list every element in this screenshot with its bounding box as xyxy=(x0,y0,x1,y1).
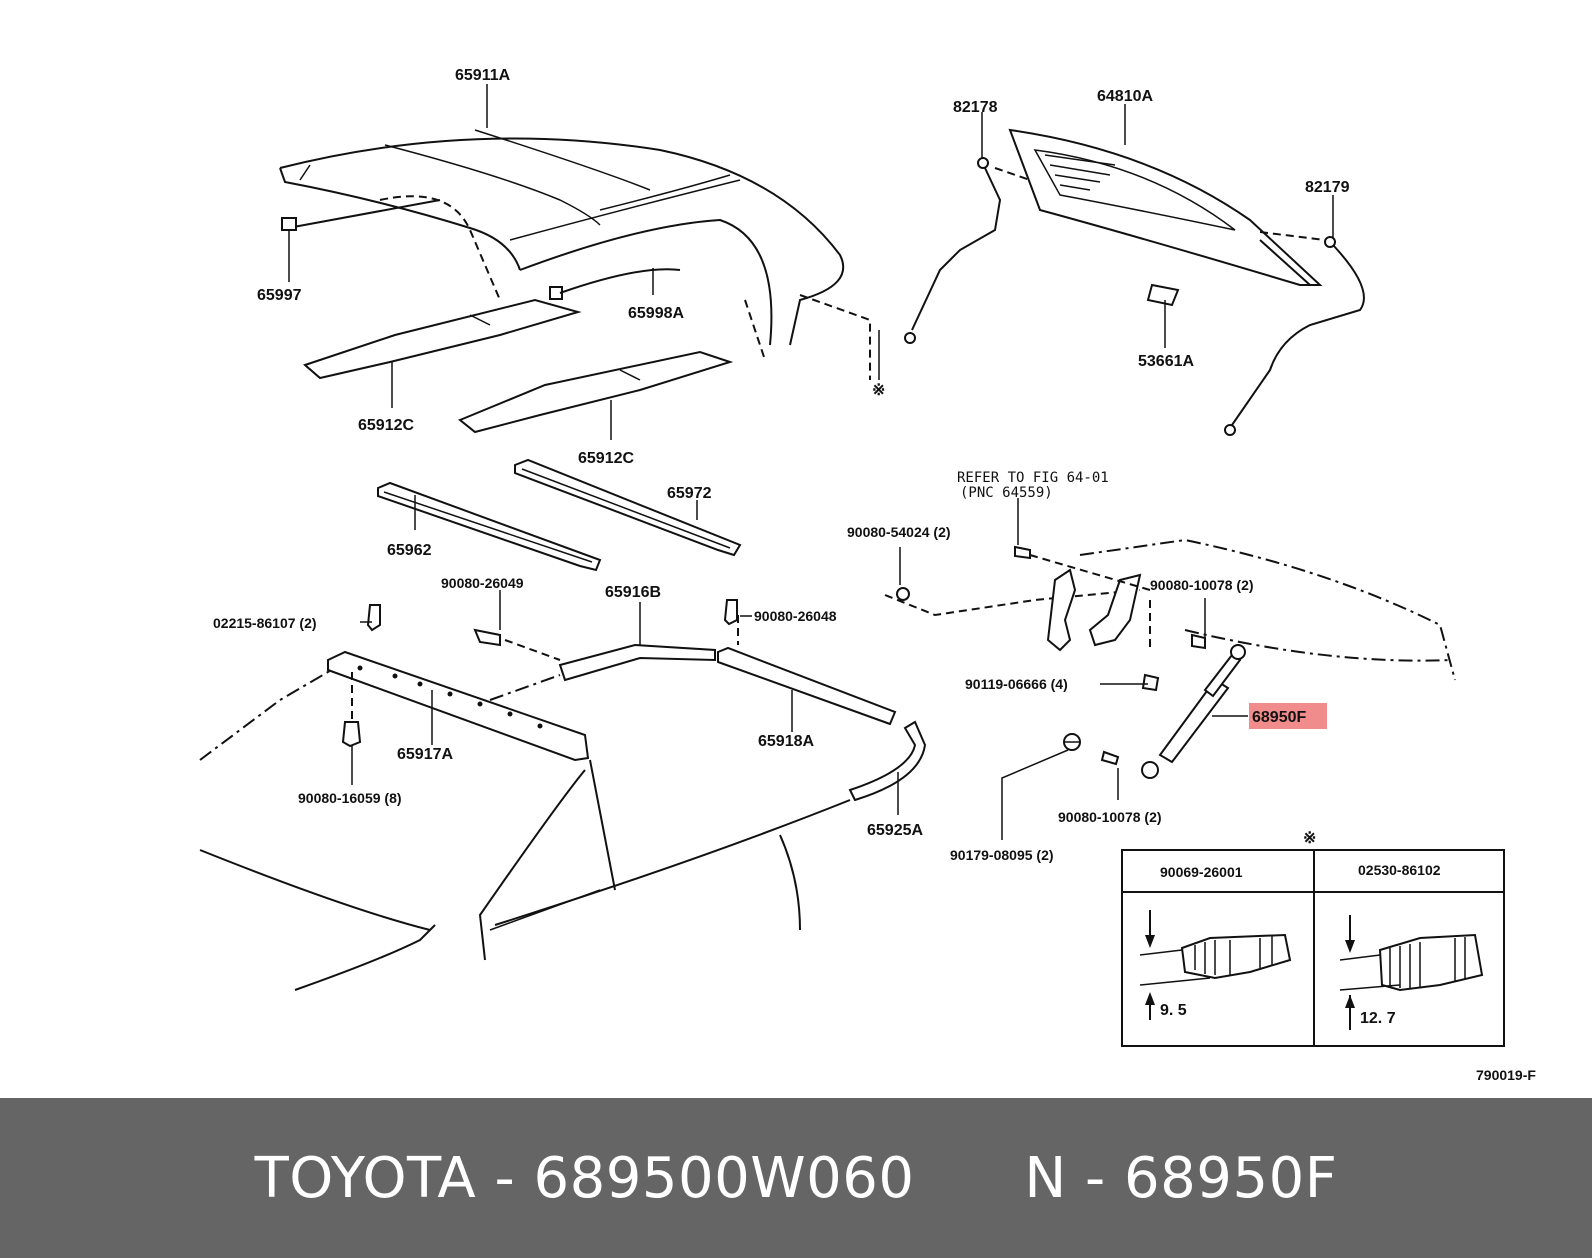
part-number-footer: TOYOTA - 689500W060 N - 68950F xyxy=(0,1098,1592,1258)
rail-65962 xyxy=(377,481,602,572)
roof-pad-1 xyxy=(303,298,582,380)
figure-code: 790019-F xyxy=(1476,1067,1536,1083)
label-65997: 65997 xyxy=(257,287,302,304)
label-65925A: 65925A xyxy=(867,822,923,839)
bolt-90080-10078 xyxy=(1100,750,1120,766)
label-65911A: 65911A xyxy=(455,67,511,84)
roof-pad-2 xyxy=(458,350,734,434)
inset-table: ※ 90069-26001 02530-86102 9. 5 12. xyxy=(1121,830,1505,1047)
grommet-90179-08095 xyxy=(1063,733,1081,751)
clip-icon-90069-26001 xyxy=(1139,910,1292,1020)
cable-82178 xyxy=(904,157,1002,344)
label-65917A: 65917A xyxy=(397,746,453,763)
inset-col1-header: 90069-26001 xyxy=(1160,864,1243,880)
windshield-frame xyxy=(199,664,851,991)
gas-stay-68950F xyxy=(1141,644,1246,779)
inset-col1-dim: 9. 5 xyxy=(1160,1002,1187,1019)
label-90119-06666: 90119-06666 (4) xyxy=(965,676,1068,692)
trunk-lid xyxy=(884,538,1456,692)
label-82179: 82179 xyxy=(1305,179,1350,196)
rear-window xyxy=(994,128,1326,286)
label-65972: 65972 xyxy=(667,485,712,502)
clip-53661A xyxy=(1146,283,1180,307)
label-90080-26048: 90080-26048 xyxy=(754,608,837,624)
inset-col2-dim: 12. 7 xyxy=(1360,1010,1396,1027)
label-65912C-2: 65912C xyxy=(578,450,634,467)
inset-asterisk: ※ xyxy=(1303,830,1316,847)
soft-top-cover xyxy=(279,129,871,380)
footer-part-text: TOYOTA - 689500W060 N - 68950F xyxy=(254,1145,1338,1211)
label-90080-16059: 90080-16059 (8) xyxy=(298,790,402,806)
cable-82179 xyxy=(1224,236,1365,436)
trim-65925A xyxy=(848,720,927,802)
label-82178: 82178 xyxy=(953,99,998,116)
label-90080-26049: 90080-26049 xyxy=(441,575,524,591)
label-53661A: 53661A xyxy=(1138,353,1194,370)
highlight-68950F xyxy=(1249,703,1327,729)
label-65918A: 65918A xyxy=(758,733,814,750)
label-refer-line1: REFER TO FIG 64-01 xyxy=(957,470,1109,486)
rail-65972 xyxy=(514,458,742,557)
header-65918A xyxy=(717,646,897,726)
leader-lines xyxy=(288,84,1334,840)
label-90080-10078-b: 90080-10078 (2) xyxy=(1058,809,1162,825)
fasteners-front xyxy=(341,599,739,748)
label-90080-54024: 90080-54024 (2) xyxy=(847,524,951,540)
label-65916B: 65916B xyxy=(605,584,661,601)
label-65998A: 65998A xyxy=(628,305,684,322)
label-64810A: 64810A xyxy=(1097,88,1153,105)
label-90080-10078-a: 90080-10078 (2) xyxy=(1150,577,1254,593)
parts-diagram: 65911A 65997 65998A 65912C 65912C 65972 … xyxy=(199,67,1537,1083)
label-65912C-1: 65912C xyxy=(358,417,414,434)
asterisk-mark: ※ xyxy=(872,382,885,399)
header-65916B xyxy=(558,643,716,682)
label-65962: 65962 xyxy=(387,542,432,559)
inset-col2-header: 02530-86102 xyxy=(1358,862,1441,878)
label-68950F: 68950F xyxy=(1252,709,1306,726)
label-02215-86107: 02215-86107 (2) xyxy=(213,615,317,631)
label-refer-line2: (PNC 64559) xyxy=(960,485,1053,501)
clip-icon-02530-86102 xyxy=(1339,915,1484,1030)
header-65917A xyxy=(327,650,590,762)
label-90179-08095: 90179-08095 (2) xyxy=(950,847,1054,863)
